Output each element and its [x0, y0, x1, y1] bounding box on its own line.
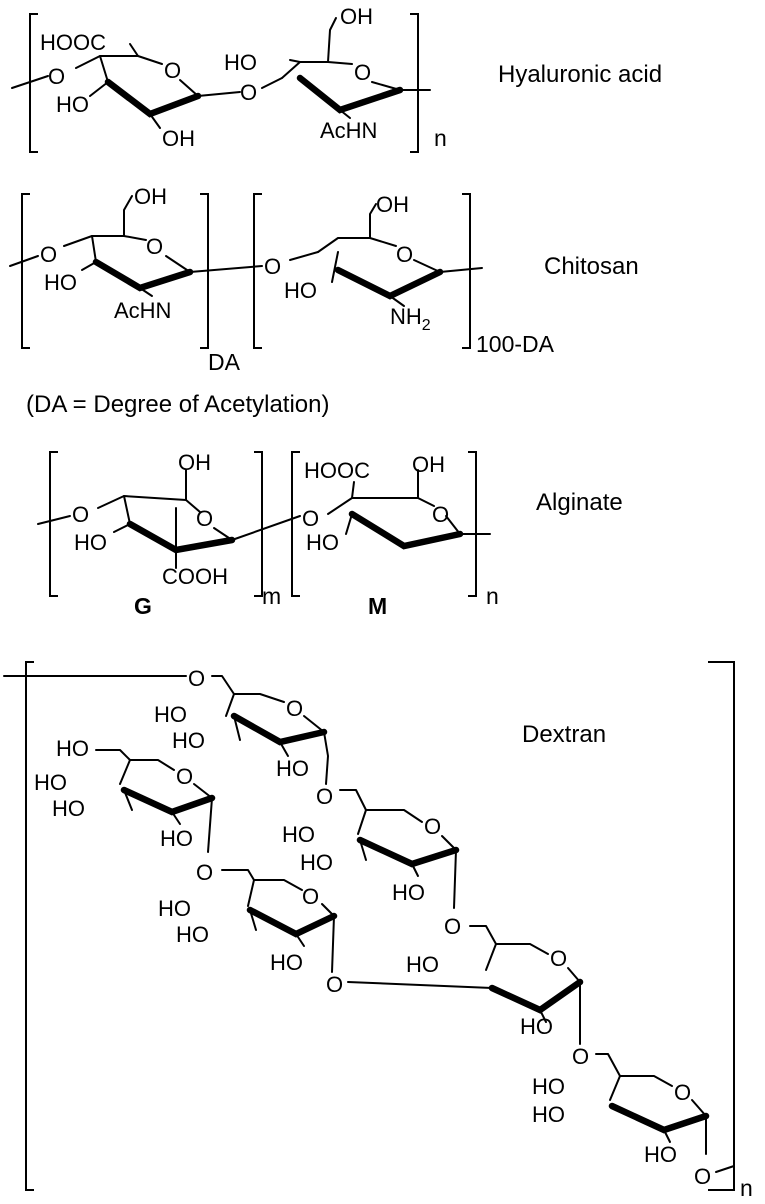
subscript-n: n [486, 583, 499, 609]
ho-label: HO [532, 1074, 565, 1099]
bracket-right [462, 193, 471, 349]
ho-label: HO [270, 950, 303, 975]
glycosidic-oxygen-label: O [188, 666, 205, 691]
hooc-label: HOOC [40, 30, 106, 55]
ring-oxygen-label: O [40, 242, 57, 267]
ring-oxygen-label: O [432, 502, 449, 527]
g-unit-label: G [134, 593, 152, 619]
glycosidic-oxygen-label: O [444, 914, 461, 939]
ho-label: HO [392, 880, 425, 905]
alginate-structure: O OH O HO COOH G m O HOOC OH O HO M n Al… [37, 450, 623, 619]
oh-label: OH [162, 126, 195, 151]
glycosidic-oxygen-label: O [572, 1044, 589, 1069]
bracket-right [254, 451, 263, 597]
glycosidic-oxygen-label: O [316, 784, 333, 809]
oh-label: OH [412, 452, 445, 477]
glycosidic-oxygen-label: O [264, 254, 281, 279]
bracket-left [21, 193, 30, 349]
ring-oxygen-label: O [302, 884, 319, 909]
subscript-n: n [740, 1175, 753, 1199]
oh-label: OH [134, 184, 167, 209]
ring-oxygen-label: O [48, 64, 65, 89]
subscript-da: DA [208, 349, 241, 375]
ho-label: HO [74, 530, 107, 555]
subscript-m: m [262, 583, 281, 609]
glycosidic-oxygen-label: O [240, 80, 257, 105]
ho-label: HO [56, 92, 89, 117]
ho-label: HO [644, 1142, 677, 1167]
achn-label: AcHN [114, 298, 171, 323]
ho-label: HO [44, 270, 77, 295]
subscript-100-da: 100-DA [476, 331, 555, 357]
hyaluronic-acid-structure: HOOC O O HO OH O HO OH O AcHN n Hyaluron… [11, 4, 662, 153]
ho-label: HO [224, 50, 257, 75]
ho-label: HO [284, 278, 317, 303]
ring-oxygen-label: O [176, 764, 193, 789]
bracket-left [291, 451, 300, 597]
ho-label: HO [34, 770, 67, 795]
ho-label: HO [176, 922, 209, 947]
ho-label: HO [520, 1014, 553, 1039]
ring-oxygen-label: O [286, 696, 303, 721]
hooc-label: HOOC [304, 458, 370, 483]
bracket-left [49, 451, 58, 597]
ho-label: HO [300, 850, 333, 875]
ho-label: HO [154, 702, 187, 727]
nh2-label: NH2 [390, 304, 431, 334]
bracket-left [29, 13, 38, 153]
ho-label: HO [532, 1102, 565, 1127]
chitosan-name: Chitosan [544, 253, 639, 280]
ring-oxygen-label: O [354, 60, 371, 85]
glycosidic-oxygen-label: O [326, 972, 343, 997]
repeat-subscript-n: n [434, 125, 447, 151]
glycosidic-oxygen-label: O [196, 860, 213, 885]
m-unit-label: M [368, 593, 387, 619]
glycosidic-oxygen-label: O [302, 506, 319, 531]
dextran-structure: n Dextran O O HO HO HO HO O HO HO HO [3, 661, 753, 1201]
ho-label: HO [56, 736, 89, 761]
ring-oxygen-label: O [396, 242, 413, 267]
ring-oxygen-label: O [550, 946, 567, 971]
ring-oxygen-label: O [146, 234, 163, 259]
ho-label: HO [52, 796, 85, 821]
oh-label: OH [340, 4, 373, 29]
ho-label: HO [282, 822, 315, 847]
achn-label: AcHN [320, 118, 377, 143]
ring-oxygen-label: O [164, 58, 181, 83]
dextran-name: Dextran [522, 721, 606, 748]
oh-label: OH [376, 192, 409, 217]
ring-oxygen-label: O [674, 1080, 691, 1105]
alginate-name: Alginate [536, 489, 623, 516]
ring-oxygen-label: O [424, 814, 441, 839]
ho-label: HO [406, 952, 439, 977]
ho-label: HO [172, 728, 205, 753]
hyaluronic-acid-name: Hyaluronic acid [498, 61, 662, 88]
bracket-left [25, 661, 34, 1191]
chitosan-structure: O OH O HO AcHN O OH O HO NH2 DA 100-DA C… [9, 184, 639, 418]
ho-label: HO [160, 826, 193, 851]
ho-label: HO [276, 756, 309, 781]
bracket-right [708, 661, 735, 1191]
bracket-right [410, 13, 419, 153]
terminal-oxygen-label: O [694, 1164, 711, 1189]
bracket-left [253, 193, 262, 349]
ring-oxygen-label: O [72, 502, 89, 527]
bracket-right [468, 451, 477, 597]
oh-label: OH [178, 450, 211, 475]
da-definition-note: (DA = Degree of Acetylation) [26, 391, 330, 418]
cooh-label: COOH [162, 564, 228, 589]
ho-label: HO [306, 530, 339, 555]
ho-label: HO [158, 896, 191, 921]
ring-oxygen-label: O [196, 506, 213, 531]
